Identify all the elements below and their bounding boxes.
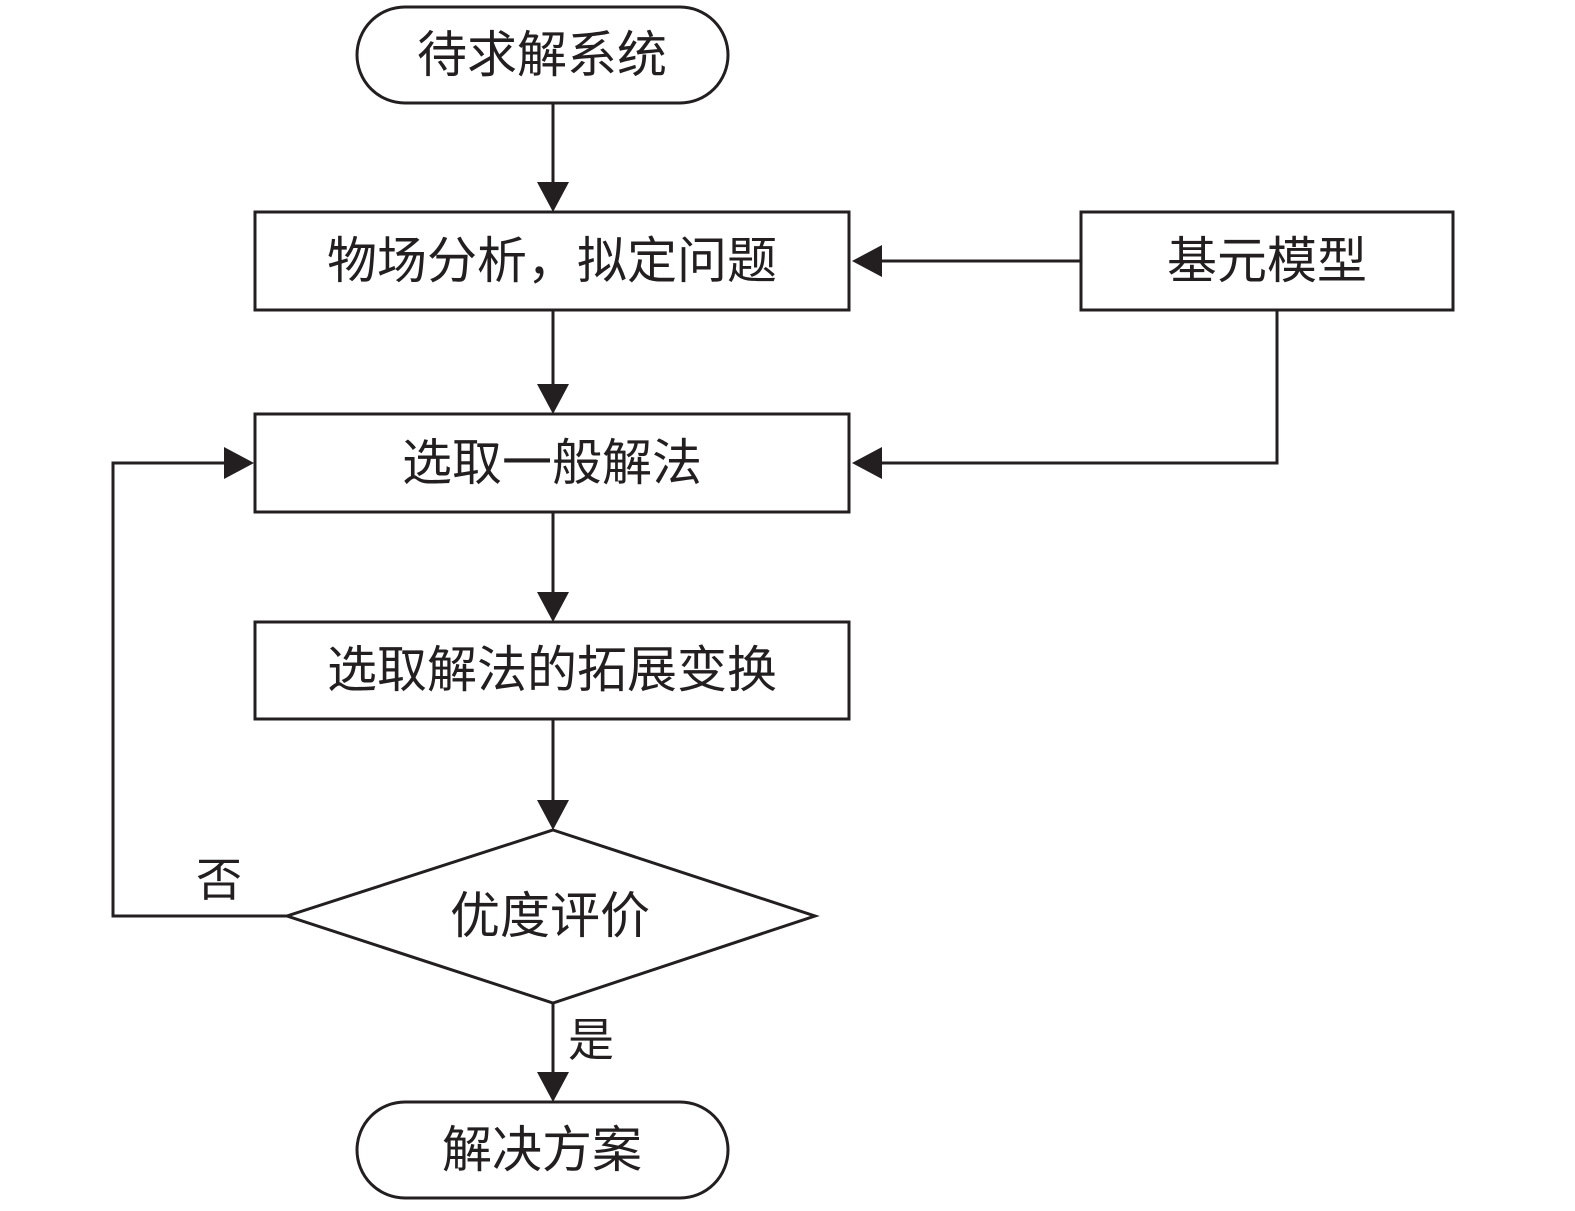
general-solution-label: 选取一般解法 [402, 434, 702, 492]
arrowhead-extension-top [537, 592, 569, 622]
connector-base-model-to-general-solution [880, 310, 1279, 465]
base-model-process-box [1079, 210, 1455, 312]
arrowhead-analysis-top [537, 182, 569, 212]
extension-process-box [253, 620, 851, 721]
general-solution-process-box [253, 412, 851, 514]
arrowhead-end-top [537, 1072, 569, 1102]
start-label: 待求解系统 [417, 26, 667, 84]
arrowhead-general-solution-top [537, 384, 569, 414]
extension-label: 选取解法的拓展变换 [327, 641, 777, 699]
arrowhead-evaluation-top [537, 800, 569, 830]
node-extension: 选取解法的拓展变换 [253, 620, 851, 721]
evaluation-decision-diamond [282, 828, 820, 1005]
start-terminal-shape [355, 5, 730, 105]
evaluation-label: 优度评价 [450, 887, 650, 945]
end-label: 解决方案 [442, 1121, 642, 1179]
arrowhead-analysis-right [852, 245, 882, 277]
no-edge-label: 否 [196, 853, 242, 907]
end-terminal-shape [355, 1100, 730, 1200]
connector-evaluation-to-general-solution [111, 461, 287, 918]
arrowhead-general-solution-right [852, 447, 882, 479]
arrowhead-general-solution-left [224, 447, 254, 479]
yes-edge-label: 是 [568, 1013, 614, 1067]
analysis-label: 物场分析，拟定问题 [327, 232, 777, 290]
node-base-model: 基元模型 [1079, 210, 1455, 312]
connectors [111, 103, 1279, 1102]
node-analysis: 物场分析，拟定问题 [253, 210, 851, 312]
analysis-process-box [253, 210, 851, 312]
node-general-solution: 选取一般解法 [253, 412, 851, 514]
base-model-label: 基元模型 [1167, 232, 1367, 290]
node-end: 解决方案 [355, 1100, 730, 1200]
node-evaluation: 优度评价 [282, 828, 820, 1005]
node-start: 待求解系统 [355, 5, 730, 105]
